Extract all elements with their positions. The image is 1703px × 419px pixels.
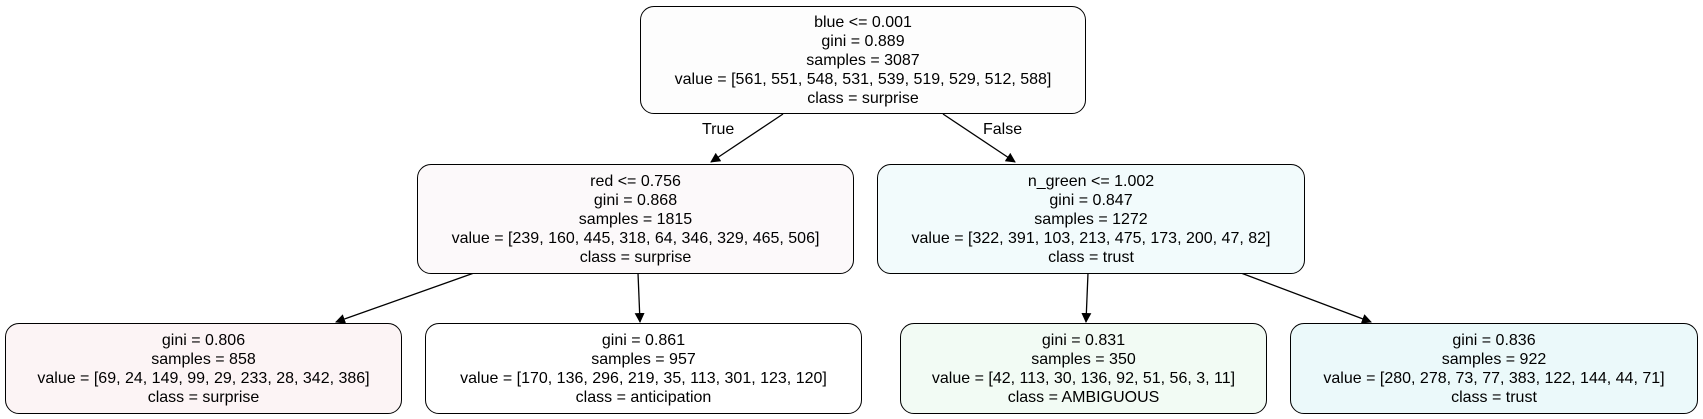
tree-node-root: blue <= 0.001 gini = 0.889 samples = 308… xyxy=(640,6,1086,114)
leaf-class: class = trust xyxy=(1451,388,1537,406)
leaf-samples: samples = 350 xyxy=(1031,350,1136,368)
leaf-value: value = [42, 113, 30, 136, 92, 51, 56, 3… xyxy=(931,369,1236,387)
node-value: value = [239, 160, 445, 318, 64, 346, 32… xyxy=(451,229,820,247)
node-value: value = [561, 551, 548, 531, 539, 519, 5… xyxy=(674,70,1052,88)
tree-node-left: red <= 0.756 gini = 0.868 samples = 1815… xyxy=(417,164,854,274)
edge-left-leaf1 xyxy=(335,272,475,324)
node-class: class = surprise xyxy=(579,248,692,266)
tree-leaf-4: gini = 0.836 samples = 922 value = [280,… xyxy=(1290,323,1698,414)
node-condition: n_green <= 1.002 xyxy=(1027,172,1155,190)
node-gini: gini = 0.889 xyxy=(821,32,905,50)
leaf-value: value = [280, 278, 73, 77, 383, 122, 144… xyxy=(1323,369,1665,387)
tree-leaf-2: gini = 0.861 samples = 957 value = [170,… xyxy=(425,323,862,414)
leaf-gini: gini = 0.861 xyxy=(601,331,686,349)
node-samples: samples = 1272 xyxy=(1034,210,1148,228)
leaf-class: class = anticipation xyxy=(575,388,712,406)
node-condition: red <= 0.756 xyxy=(590,172,681,190)
node-samples: samples = 1815 xyxy=(578,210,693,228)
leaf-gini: gini = 0.806 xyxy=(161,331,246,349)
tree-leaf-3: gini = 0.831 samples = 350 value = [42, … xyxy=(900,323,1267,414)
leaf-gini: gini = 0.831 xyxy=(1041,331,1126,349)
tree-node-right: n_green <= 1.002 gini = 0.847 samples = … xyxy=(877,164,1305,274)
node-value: value = [322, 391, 103, 213, 475, 173, 2… xyxy=(911,229,1271,247)
node-samples: samples = 3087 xyxy=(806,51,920,69)
edge-left-leaf2 xyxy=(634,272,645,323)
leaf-class: class = surprise xyxy=(147,388,260,406)
edge-root-right xyxy=(942,113,1016,163)
edge-root-left xyxy=(710,113,784,163)
edge-right-leaf4 xyxy=(1240,272,1372,324)
leaf-value: value = [69, 24, 149, 99, 29, 233, 28, 3… xyxy=(37,369,370,387)
node-class: class = surprise xyxy=(807,89,919,107)
leaf-samples: samples = 858 xyxy=(151,350,256,368)
node-gini: gini = 0.847 xyxy=(1049,191,1133,209)
edge-right-leaf3 xyxy=(1081,272,1092,323)
node-condition: blue <= 0.001 xyxy=(814,13,912,31)
leaf-samples: samples = 922 xyxy=(1441,350,1547,368)
leaf-samples: samples = 957 xyxy=(591,350,696,368)
edge-label-false: False xyxy=(983,121,1023,138)
leaf-gini: gini = 0.836 xyxy=(1452,331,1536,349)
node-gini: gini = 0.868 xyxy=(593,191,678,209)
leaf-class: class = AMBIGUOUS xyxy=(1007,388,1160,406)
edge-label-true: True xyxy=(702,121,735,138)
tree-leaf-1: gini = 0.806 samples = 858 value = [69, … xyxy=(5,323,402,414)
node-class: class = trust xyxy=(1048,248,1134,266)
leaf-value: value = [170, 136, 296, 219, 35, 113, 30… xyxy=(460,369,827,387)
